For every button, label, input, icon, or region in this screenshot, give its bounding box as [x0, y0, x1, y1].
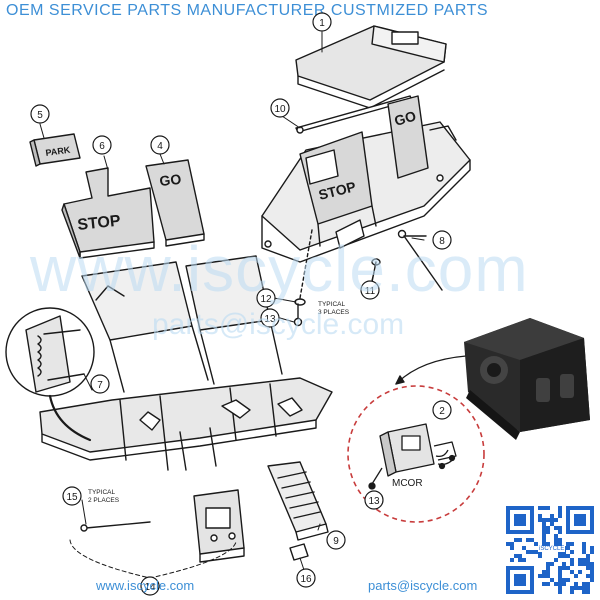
callout-14: [140, 576, 160, 596]
callout-2: [432, 400, 452, 420]
callout-7-number: 7: [97, 380, 103, 391]
callout-13b: [364, 490, 384, 510]
callout-15: [62, 486, 82, 506]
callout-5: [30, 104, 50, 124]
mcor-detail: [347, 385, 485, 523]
callout-12-number: 12: [260, 294, 272, 305]
callout-11-number: 11: [365, 286, 376, 297]
callout-13b-number: 13: [368, 496, 380, 507]
callout-6-number: 6: [99, 141, 105, 152]
part-14-switch-bracket: [193, 489, 245, 563]
photo-arrow: [395, 355, 467, 385]
part-7-detail-circle: [5, 307, 95, 442]
callout-4-number: 4: [157, 141, 163, 152]
callout-9-number: 9: [333, 536, 339, 547]
footer-website: www.iscycle.com: [96, 578, 195, 593]
callout-6: [92, 135, 112, 155]
part-13-screw: [293, 303, 303, 327]
callout-7: [90, 374, 110, 394]
mcor-component-photo: [464, 318, 590, 440]
callout-16-number: 16: [300, 574, 312, 585]
part-5-park-pad: [29, 133, 81, 167]
watermark-website: www.iscycle.com: [30, 233, 529, 305]
part-16-clip: [289, 543, 309, 561]
part-15-rod: [80, 521, 151, 532]
callout-12: [256, 288, 276, 308]
park-pad-label: PARK: [45, 145, 71, 158]
typical-2-places-label: 2 PLACES: [88, 497, 120, 504]
stop-pad-label: STOP: [77, 213, 122, 234]
banner-text: OEM SERVICE PARTS MANUFACTURER CUSTMIZED…: [6, 2, 489, 19]
callout-14-number: 14: [144, 582, 156, 593]
callout-8: [432, 230, 452, 250]
part-6-stop-pad: [61, 167, 155, 259]
callout-9: [326, 530, 346, 550]
callout-13a: [260, 308, 280, 328]
footer-email: parts@iscycle.com: [368, 578, 478, 593]
callout-10-number: 10: [274, 104, 286, 115]
callout-4: [150, 135, 170, 155]
watermark-email: parts@iscycle.com: [152, 308, 405, 341]
callout-1-number: 1: [319, 18, 325, 29]
go-assembly-label: GO: [392, 107, 417, 128]
typical-3-label: TYPICAL: [318, 301, 345, 308]
mcor-label: MCOR: [392, 478, 423, 489]
pedal-assembly: [261, 95, 471, 263]
qr-brand-label: iSCYCLE: [538, 546, 566, 552]
callout-1: [312, 12, 332, 32]
go-pad-label: GO: [159, 171, 182, 189]
callout-16: [296, 568, 316, 588]
typical-2-label: TYPICAL: [88, 489, 115, 496]
typical-3-places-label: 3 PLACES: [318, 309, 350, 316]
callout-15-number: 15: [66, 492, 78, 503]
callout-2-number: 2: [439, 406, 445, 417]
callout-circles: [30, 12, 452, 596]
lower-pedal-frame: [39, 255, 333, 471]
callout-11: [360, 280, 380, 300]
part-1-top-cover: [295, 25, 447, 109]
part-4-go-pad: [145, 159, 205, 247]
callout-13a-number: 13: [264, 314, 276, 325]
callout-10: [270, 98, 290, 118]
callout-8-number: 8: [439, 236, 445, 247]
callout-5-number: 5: [37, 110, 43, 121]
qr-code-box: iSCYCLE: [506, 506, 594, 594]
part-9-spring-assembly: [267, 461, 329, 541]
